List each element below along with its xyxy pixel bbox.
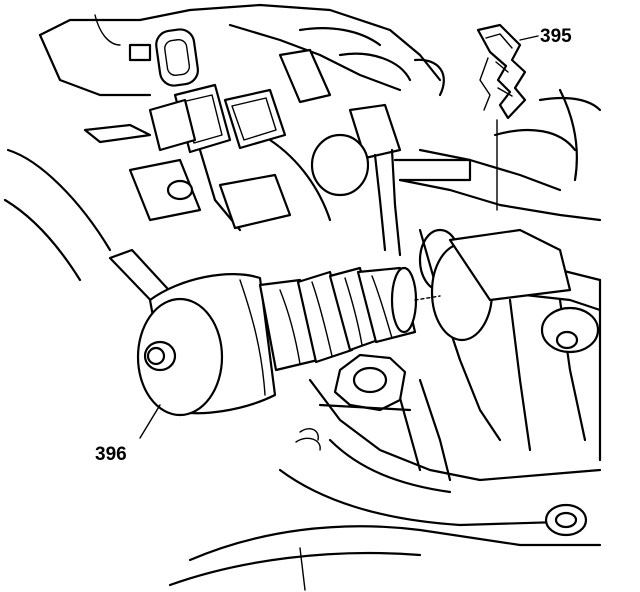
retaining-clip [476,23,527,120]
valve-body-housing [3,3,602,591]
mounting-bolt [295,353,412,451]
clip-leader-tick [519,35,539,41]
solenoid-bore [310,133,600,354]
solenoid-leader-line [139,404,161,439]
callout-395: 395 [540,26,572,47]
lower-bolt [544,503,588,537]
wiring-harness [83,28,472,257]
callout-396: 396 [95,444,127,465]
solenoid-body [108,248,441,417]
